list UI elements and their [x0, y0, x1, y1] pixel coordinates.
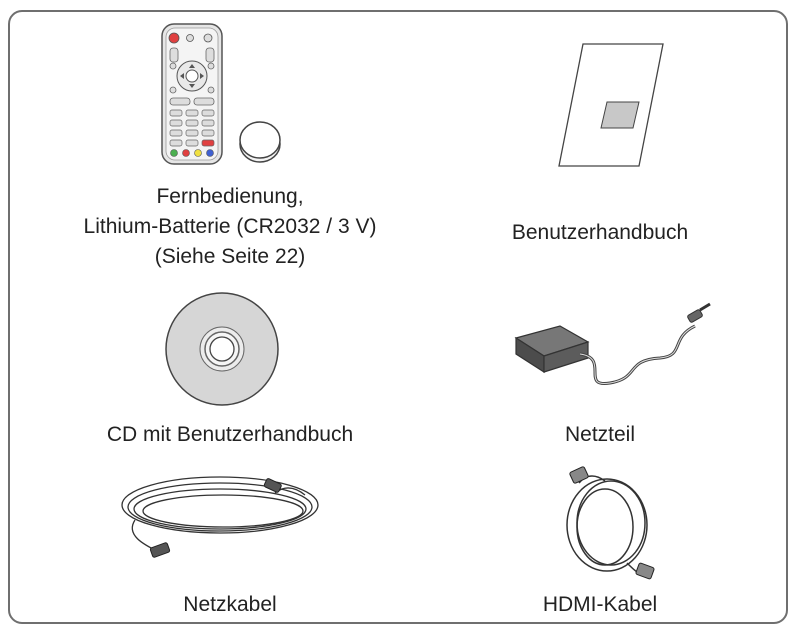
- caption-line: Benutzerhandbuch: [511, 221, 689, 244]
- caption-line: HDMI-Kabel: [542, 593, 658, 616]
- caption-user-manual: Benutzerhandbuch: [440, 218, 760, 248]
- caption-power-adapter: Netzteil: [440, 420, 760, 450]
- caption-hdmi-cable: HDMI-Kabel: [440, 590, 760, 620]
- caption-line: CD mit Benutzerhandbuch: [106, 423, 354, 446]
- power-adapter-icon: [514, 302, 711, 386]
- cd-icon: [165, 292, 279, 406]
- caption-remote-control: Fernbedienung, Lithium-Batterie (CR2032 …: [40, 182, 420, 272]
- power-cable-icon: [121, 476, 319, 558]
- accessories-frame: [8, 10, 788, 624]
- caption-line: Lithium-Batterie (CR2032 / 3 V): [83, 215, 377, 238]
- remote-control-icon: [161, 23, 223, 165]
- caption-line: (Siehe Seite 22): [154, 245, 306, 268]
- hdmi-cable-icon: [566, 466, 655, 580]
- caption-power-cable: Netzkabel: [40, 590, 420, 620]
- caption-line: Netzteil: [564, 423, 636, 446]
- caption-line: Netzkabel: [183, 593, 277, 616]
- battery-icon: [239, 121, 281, 163]
- caption-cd: CD mit Benutzerhandbuch: [40, 420, 420, 450]
- user-manual-icon: [558, 43, 664, 167]
- caption-line: Fernbedienung,: [156, 185, 304, 208]
